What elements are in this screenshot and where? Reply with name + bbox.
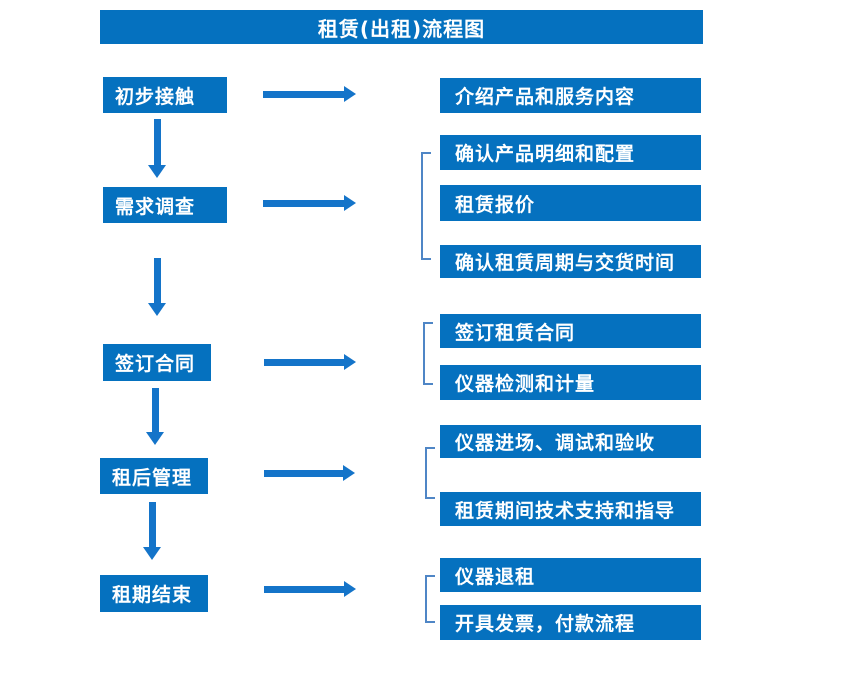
bracket-rental-end-group [425, 575, 435, 623]
right-arrow-icon-1 [263, 86, 356, 103]
detail-box-sign-rental-contract: 签订租赁合同 [440, 314, 701, 348]
bracket-sign-contract-group [423, 322, 433, 385]
down-arrow-icon-4 [143, 502, 161, 560]
detail-box-invoice-payment: 开具发票，付款流程 [440, 605, 701, 640]
step-box-initial-contact: 初步接触 [103, 77, 227, 113]
step-box-sign-contract: 签订合同 [103, 344, 211, 381]
detail-box-instrument-setup-acceptance: 仪器进场、调试和验收 [440, 425, 701, 458]
step-box-post-rental-management: 租后管理 [100, 458, 208, 494]
down-arrow-icon-3 [146, 388, 164, 445]
detail-box-rental-quote: 租赁报价 [440, 185, 701, 221]
down-arrow-icon-1 [148, 119, 166, 178]
down-arrow-icon-2 [148, 258, 166, 316]
right-arrow-icon-4 [264, 465, 355, 482]
step-box-demand-survey: 需求调查 [103, 187, 227, 223]
detail-box-introduce-products: 介绍产品和服务内容 [440, 78, 701, 113]
right-arrow-icon-3 [264, 354, 356, 371]
right-arrow-icon-2 [263, 195, 356, 212]
bracket-demand-survey-group [421, 152, 431, 260]
detail-box-confirm-period-delivery: 确认租赁周期与交货时间 [440, 245, 701, 278]
detail-box-confirm-product-config: 确认产品明细和配置 [440, 135, 701, 170]
flowchart-title: 租赁(出租)流程图 [100, 10, 703, 44]
detail-box-instrument-return: 仪器退租 [440, 558, 701, 592]
detail-box-instrument-inspection: 仪器检测和计量 [440, 365, 701, 400]
step-box-rental-end: 租期结束 [100, 575, 208, 612]
bracket-post-rental-group [425, 447, 435, 499]
detail-box-technical-support: 租赁期间技术支持和指导 [440, 492, 701, 526]
right-arrow-icon-5 [264, 581, 356, 598]
